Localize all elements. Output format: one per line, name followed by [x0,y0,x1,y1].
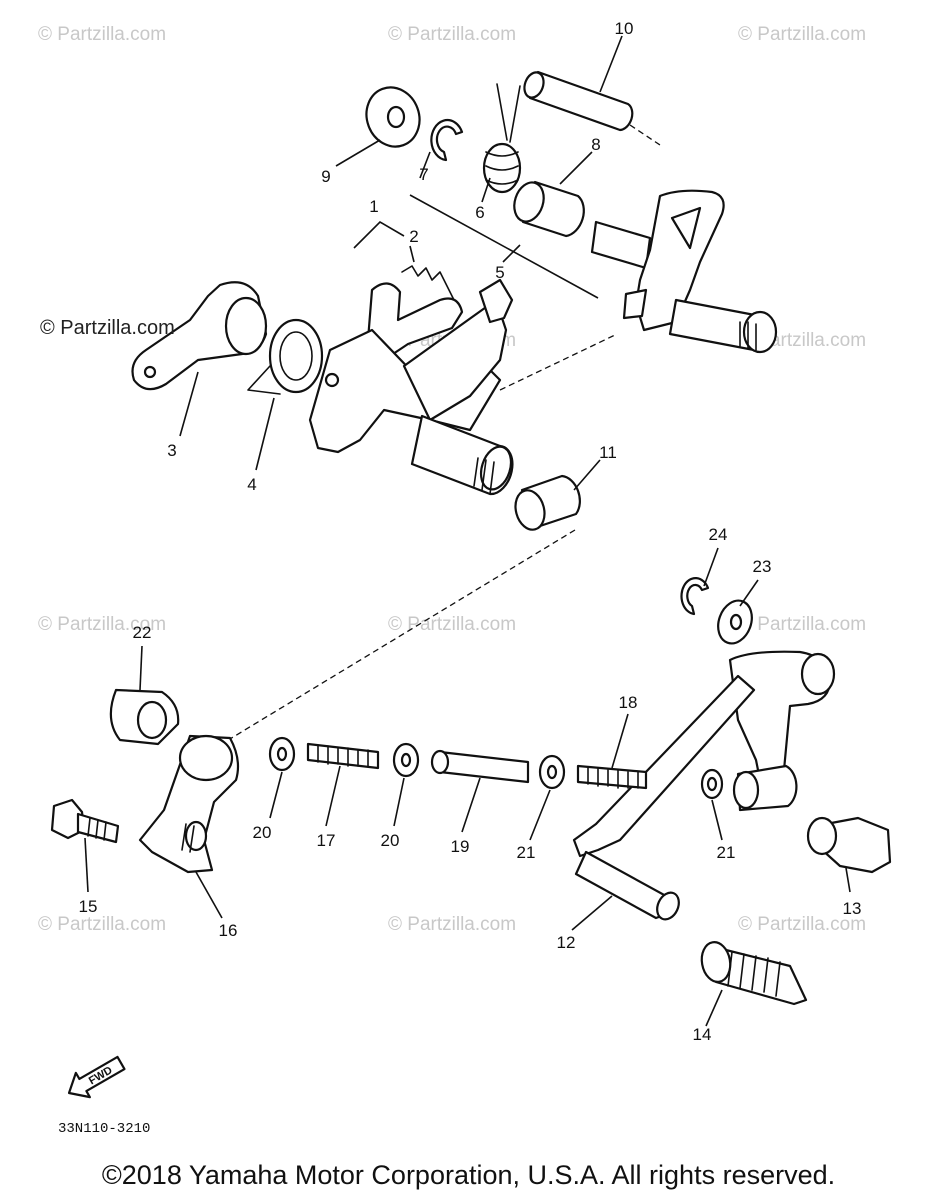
callout-21-right: 21 [717,843,736,862]
part-2-spring [401,265,455,301]
part-6-spring [482,83,522,194]
diagram-code: 33N110-3210 [58,1121,150,1137]
part-12-shift-pedal [572,650,836,921]
watermark-text: © Partzilla.com [38,914,166,935]
callout-20-left: 20 [253,823,272,842]
watermark-text: © Partzilla.com [738,914,866,935]
watermark-text: © Partzilla.com [38,614,166,635]
part-18-rod-end [576,764,648,790]
callout-24: 24 [709,525,728,544]
callout-17: 17 [317,831,336,850]
part-1-shift-arm [308,278,514,496]
callout-9: 9 [321,167,330,186]
callout-18: 18 [619,693,638,712]
watermark-text: © Partzilla.com [738,24,866,45]
callout-15: 15 [79,897,98,916]
callout-5: 5 [495,263,504,282]
part-8-collar [513,180,585,238]
rod-assembly [268,736,724,800]
part-23-washer [717,599,753,645]
callout-23: 23 [753,557,772,576]
part-22-collar [109,688,180,746]
callout-14: 14 [693,1025,712,1044]
watermark-text: © Partzilla.com [738,614,866,635]
watermark-text: © Partzilla.com [388,24,516,45]
exploded-view-svg: © Partzilla.com © Partzilla.com © Partzi… [38,19,892,1137]
part-16-joint [138,734,240,874]
part-24-circlip [680,577,710,616]
callout-10: 10 [615,19,634,38]
callout-20-right: 20 [381,831,400,850]
part-9-washer [365,86,421,148]
callout-7: 7 [419,165,428,184]
callout-3: 3 [167,441,176,460]
part-15-bolt [50,798,120,844]
part-3-lever [131,281,268,391]
part-7-circlip [430,119,464,162]
part-17-rod-end [306,742,380,770]
leader-lines [84,35,851,1027]
watermark-text: © Partzilla.com [38,24,166,45]
callout-22: 22 [133,623,152,642]
copyright-notice: ©2018 Yamaha Motor Corporation, U.S.A. A… [101,1160,836,1190]
assembly-guides [219,124,661,746]
part-4-spring [247,318,324,395]
watermark-text: © Partzilla.com [388,614,516,635]
callouts: 1 2 3 4 5 6 7 8 9 10 11 12 13 14 15 16 1… [79,19,862,1044]
callout-6: 6 [475,203,484,222]
callout-4: 4 [247,475,256,494]
callout-8: 8 [591,135,600,154]
part-10-pin [523,70,634,132]
group-brackets [353,194,599,299]
callout-21-left: 21 [517,843,536,862]
part-19-rod [438,750,530,784]
part-13-cap [806,816,892,874]
callout-2: 2 [409,227,418,246]
forward-arrow: FWD [67,1055,126,1099]
part-5-shift-shaft [590,189,778,354]
part-14-rubber [700,941,808,1006]
callout-13: 13 [843,899,862,918]
part-11-collar [514,474,581,531]
watermark-text: © Partzilla.com [388,914,516,935]
watermark-overlay: © Partzilla.com [40,317,175,339]
callout-16: 16 [219,921,238,940]
callout-1: 1 [369,197,378,216]
callout-19: 19 [451,837,470,856]
callout-11: 11 [599,443,617,462]
callout-12: 12 [557,933,576,952]
